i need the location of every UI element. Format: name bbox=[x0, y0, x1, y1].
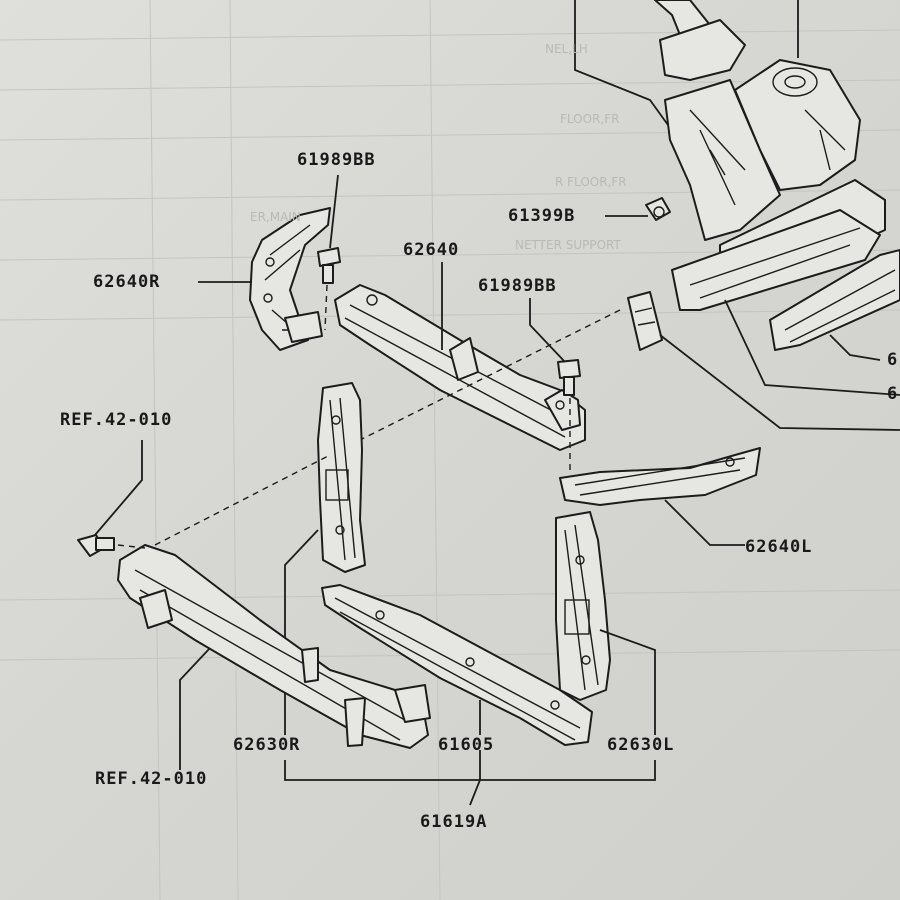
label-61989bb-mid: 61989BB bbox=[478, 276, 557, 296]
leader-61989bb-top bbox=[329, 174, 339, 249]
label-cut-6-b: 6 bbox=[887, 384, 899, 404]
label-61605: 61605 bbox=[438, 735, 495, 755]
leader-ref-top bbox=[94, 440, 143, 536]
leader-gusset bbox=[659, 334, 900, 431]
ghost-text-5: ER,MAIN bbox=[250, 210, 301, 224]
bolt-61989bb-mid bbox=[557, 359, 581, 396]
dash-bumper-to-support bbox=[154, 454, 331, 546]
ghost-text-4: NETTER SUPPORT bbox=[515, 238, 621, 252]
dash-61989bb-top bbox=[324, 284, 328, 331]
label-62630l: 62630L bbox=[607, 735, 675, 755]
side-support-62630r bbox=[317, 382, 366, 573]
bracket-61619a bbox=[284, 760, 656, 781]
bracket-62640r bbox=[249, 207, 331, 351]
label-ref-42-010-bottom: REF.42-010 bbox=[95, 769, 208, 789]
lower-tie-bar-61605 bbox=[321, 584, 593, 746]
body-structure-upper bbox=[645, 0, 900, 351]
leader-61989bb-mid bbox=[529, 298, 566, 363]
leader-62630l bbox=[599, 629, 656, 735]
bracket-62640l bbox=[559, 447, 761, 506]
label-62630r: 62630R bbox=[233, 735, 301, 755]
ghost-text-3: R FLOOR,FR bbox=[555, 175, 627, 189]
ghost-text-1: NEL,LH bbox=[545, 42, 588, 56]
bolt-61989bb-top bbox=[317, 247, 341, 284]
upper-tie-bar-62640 bbox=[334, 284, 586, 451]
dash-clip bbox=[117, 544, 146, 549]
label-62640r: 62640R bbox=[93, 272, 161, 292]
leader-ref-bottom bbox=[179, 647, 211, 770]
label-cut-6-a: 6 bbox=[887, 350, 899, 370]
dash-gusset bbox=[359, 309, 621, 441]
label-ref-42-010-top: REF.42-010 bbox=[60, 410, 173, 430]
label-61989bb-top: 61989BB bbox=[297, 150, 376, 170]
clip-ref-42-010 bbox=[77, 534, 115, 557]
bumper-reinforcement bbox=[117, 544, 431, 749]
label-61399b: 61399B bbox=[508, 206, 576, 226]
label-61619a: 61619A bbox=[420, 812, 488, 832]
leader-62640l bbox=[664, 499, 745, 546]
label-62640: 62640 bbox=[403, 240, 460, 260]
leader-body-4 bbox=[829, 334, 881, 361]
gusset-plate bbox=[627, 291, 663, 351]
ghost-text-2: FLOOR,FR bbox=[560, 112, 620, 126]
side-support-62630l bbox=[555, 511, 611, 701]
leader-body-1 bbox=[574, 0, 669, 126]
leader-body-3 bbox=[724, 299, 900, 396]
label-62640l: 62640L bbox=[745, 537, 813, 557]
leader-61619a bbox=[469, 750, 481, 806]
